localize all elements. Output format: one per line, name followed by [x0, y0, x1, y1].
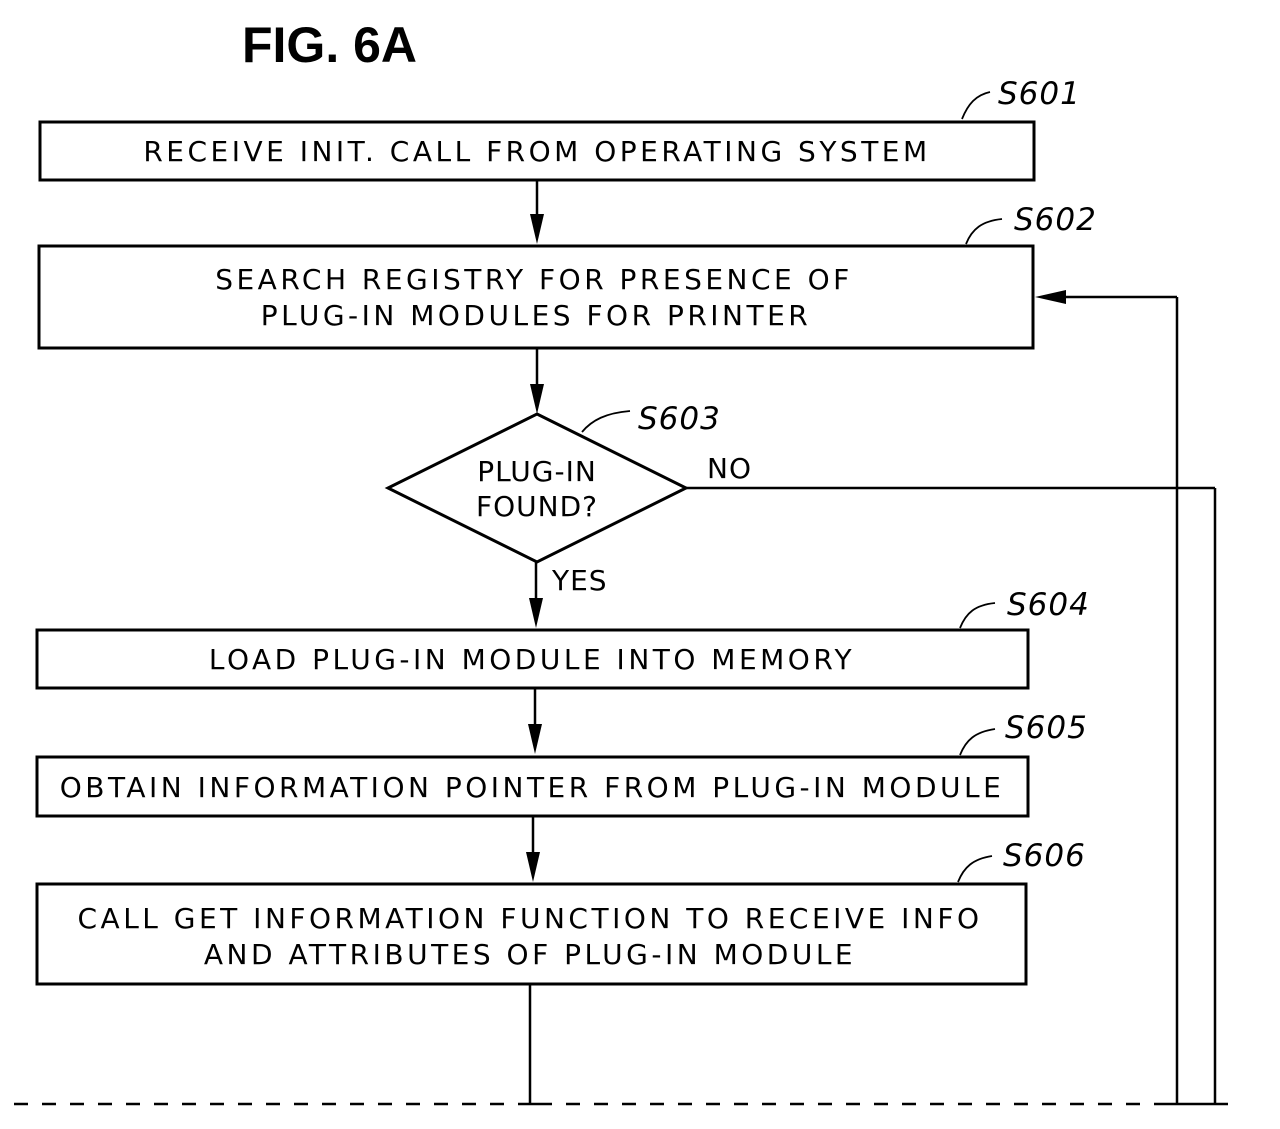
- step-s603-leader: [582, 411, 630, 432]
- step-s604-label: S604: [1007, 587, 1090, 623]
- process-box-s602: [39, 246, 1033, 348]
- decision-yes-label: YES: [551, 564, 608, 597]
- step-s606-leader: [958, 856, 992, 882]
- step-s601-leader: [962, 92, 990, 119]
- step-s601: RECEIVE INIT. CALL FROM OPERATING SYSTEM…: [40, 76, 1081, 180]
- decision-text-line-1: PLUG-IN: [477, 455, 597, 488]
- step-s602-leader: [966, 219, 1002, 244]
- step-s602-label: S602: [1014, 202, 1097, 238]
- decision-text-line-2: FOUND?: [476, 490, 598, 523]
- step-s602: SEARCH REGISTRY FOR PRESENCE OF PLUG-IN …: [39, 202, 1097, 348]
- step-s605-text: OBTAIN INFORMATION POINTER FROM PLUG-IN …: [60, 771, 1005, 804]
- step-s602-text-line-1: SEARCH REGISTRY FOR PRESENCE OF: [215, 263, 853, 296]
- step-s606: CALL GET INFORMATION FUNCTION TO RECEIVE…: [37, 838, 1086, 984]
- step-s606-text-line-2: AND ATTRIBUTES OF PLUG-IN MODULE: [204, 938, 856, 971]
- decision-no-label: NO: [707, 452, 752, 485]
- figure-title: FIG. 6A: [242, 17, 417, 73]
- step-s605: OBTAIN INFORMATION POINTER FROM PLUG-IN …: [37, 710, 1088, 816]
- step-s604-leader: [960, 603, 995, 628]
- step-s603: PLUG-IN FOUND? S603 NO YES: [388, 401, 752, 597]
- step-s601-label: S601: [998, 76, 1081, 112]
- step-s604: LOAD PLUG-IN MODULE INTO MEMORY S604: [37, 587, 1090, 688]
- step-s603-label: S603: [638, 401, 721, 437]
- step-s602-text-line-2: PLUG-IN MODULES FOR PRINTER: [261, 299, 812, 332]
- loop-back-connector: [1035, 290, 1177, 1104]
- step-s605-leader: [960, 729, 995, 755]
- arrow-s605-s606: [526, 816, 540, 882]
- step-s601-text: RECEIVE INIT. CALL FROM OPERATING SYSTEM: [143, 135, 930, 168]
- arrow-s603-s604: [529, 562, 543, 628]
- step-s605-label: S605: [1005, 710, 1088, 746]
- step-s604-text: LOAD PLUG-IN MODULE INTO MEMORY: [209, 643, 855, 676]
- step-s606-label: S606: [1003, 838, 1086, 874]
- arrow-s601-s602: [530, 180, 544, 244]
- step-s606-text-line-1: CALL GET INFORMATION FUNCTION TO RECEIVE…: [77, 902, 982, 935]
- arrow-s602-s603: [530, 348, 544, 414]
- arrow-s604-s605: [528, 688, 542, 754]
